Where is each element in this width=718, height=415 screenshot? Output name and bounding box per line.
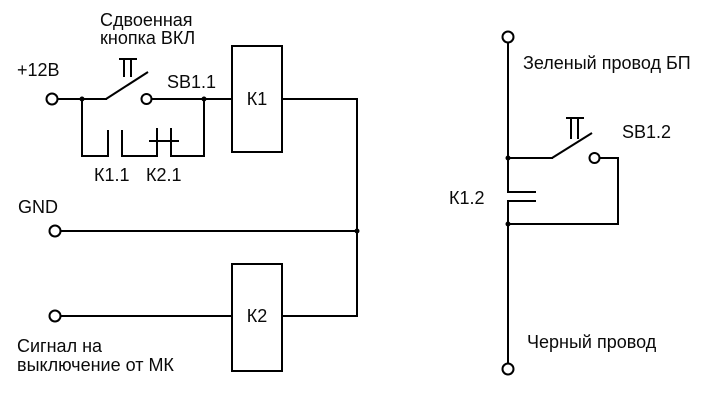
junction-right xyxy=(201,96,207,102)
junction-gnd-bus xyxy=(354,228,360,234)
black-wire-label: Черный провод xyxy=(527,332,657,352)
plus12v-label: +12В xyxy=(17,60,60,80)
relay-k2-box xyxy=(231,263,283,372)
relay-k1-label: К1 xyxy=(247,89,268,109)
sb1-2-blade xyxy=(551,132,593,159)
sb1-2-contact-circle xyxy=(588,152,601,164)
signal-terminal xyxy=(48,309,62,323)
signal-caption-line1: Сигнал на xyxy=(17,336,103,356)
left-circuit xyxy=(45,45,360,372)
right-circuit xyxy=(501,30,619,376)
gnd-label: GND xyxy=(18,197,58,217)
gnd-terminal xyxy=(48,224,62,238)
sb1-2-pushbutton-symbol xyxy=(505,117,619,227)
relay-k2-label: К2 xyxy=(247,306,268,326)
relay-k1-box xyxy=(231,45,283,153)
k1-1-label: К1.1 xyxy=(94,165,130,185)
holding-branch xyxy=(79,96,207,157)
junction-left xyxy=(79,96,85,102)
sb1-1-label: SB1.1 xyxy=(167,72,216,92)
signal-caption-line2: выключение от МК xyxy=(17,355,174,375)
k1-1-contact-symbol xyxy=(107,130,123,156)
sb1-2-label: SB1.2 xyxy=(622,122,671,142)
button-caption-line2: кнопка ВКЛ xyxy=(100,28,195,48)
green-wire-terminal xyxy=(501,30,515,44)
holding-branch-left-wire xyxy=(81,98,109,157)
k2-1-label: К2.1 xyxy=(146,165,182,185)
junction-sb1-2-top xyxy=(505,155,511,161)
sb1-2-bypass-wire xyxy=(507,157,619,225)
labels: Сдвоенная кнопка ВКЛ +12В SB1.1 К1 К1.1 … xyxy=(17,10,691,375)
holding-branch-right-wire xyxy=(170,98,205,157)
button-caption-line1: Сдвоенная xyxy=(100,10,193,30)
plus12v-terminal xyxy=(45,92,59,106)
sb1-1-pushbutton-symbol xyxy=(105,58,153,105)
k1-2-label: К1.2 xyxy=(449,188,485,208)
sb1-1-blade xyxy=(105,71,149,100)
k2-1-contact-symbol xyxy=(149,128,179,156)
k1-2-contact-symbol xyxy=(508,191,536,202)
black-wire-terminal xyxy=(501,362,515,376)
sb1-1-contact-circle xyxy=(140,93,153,105)
green-wire-label: Зеленый провод БП xyxy=(523,53,691,73)
